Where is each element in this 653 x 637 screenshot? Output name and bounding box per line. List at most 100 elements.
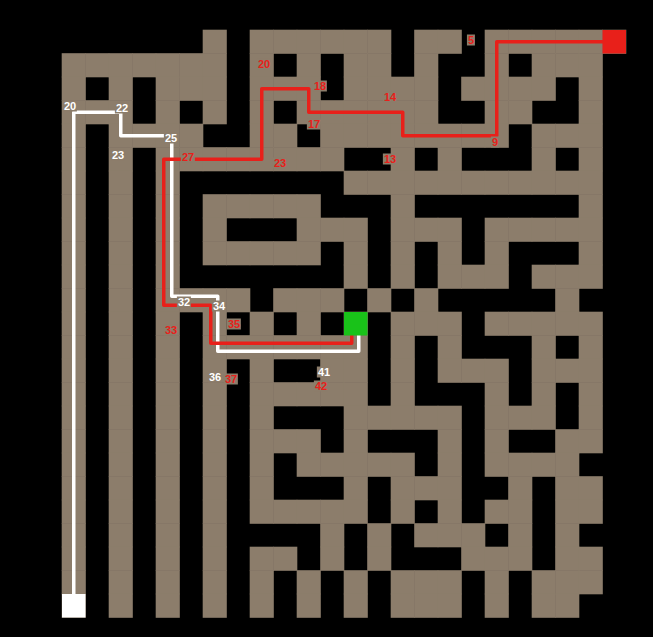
corridor-cell (485, 241, 509, 265)
corridor-cell (250, 406, 274, 430)
corridor-cell (109, 335, 133, 359)
corridor-cell (297, 335, 321, 359)
corridor-cell (203, 547, 227, 571)
corridor-cell (109, 429, 133, 453)
step-number: 23 (111, 150, 125, 161)
step-number: 34 (212, 301, 226, 312)
step-number: 18 (313, 81, 327, 92)
corridor-cell (203, 453, 227, 477)
corridor-cell (297, 312, 321, 336)
corridor-cell (438, 218, 462, 242)
corridor-cell (367, 53, 391, 77)
corridor-cell (156, 382, 180, 406)
corridor-cell (579, 570, 603, 594)
corridor-cell (344, 241, 368, 265)
corridor-cell (156, 453, 180, 477)
corridor-cell (203, 77, 227, 101)
white-route (74, 112, 359, 606)
corridor-cell (320, 288, 344, 312)
corridor-cell (391, 194, 415, 218)
corridor-cell (250, 241, 274, 265)
corridor-cell (297, 429, 321, 453)
corridor-cell (391, 570, 415, 594)
step-number: 23 (273, 158, 287, 169)
corridor-cell (579, 382, 603, 406)
corridor-cell (555, 570, 579, 594)
corridor-cell (532, 53, 556, 77)
corridor-cell (532, 335, 556, 359)
corridor-cell (320, 147, 344, 171)
corridor-cell (485, 359, 509, 383)
corridor-cell (391, 265, 415, 289)
corridor-cell (461, 359, 485, 383)
corridor-cell (250, 547, 274, 571)
corridor-cell (109, 218, 133, 242)
corridor-cell (62, 594, 86, 618)
corridor-cell (414, 476, 438, 500)
corridor-cell (532, 171, 556, 195)
corridor-cell (156, 429, 180, 453)
corridor-cell (297, 500, 321, 524)
corridor-cell (250, 335, 274, 359)
corridor-cell (297, 241, 321, 265)
step-number: 5 (467, 35, 475, 46)
step-number: 42 (314, 381, 328, 392)
corridor-cell (156, 335, 180, 359)
corridor-cell (156, 265, 180, 289)
corridor-cell (579, 171, 603, 195)
corridor-cell (297, 594, 321, 618)
corridor-cell (132, 53, 156, 77)
corridor-cell (414, 570, 438, 594)
corridor-cell (156, 500, 180, 524)
corridor-cell (109, 594, 133, 618)
corridor-cell (344, 382, 368, 406)
step-number: 37 (224, 374, 238, 385)
corridor-cell (273, 30, 297, 54)
corridor-cell (391, 335, 415, 359)
corridor-cell (579, 312, 603, 336)
corridor-cell (367, 547, 391, 571)
corridor-cell (273, 335, 297, 359)
corridor-cell (508, 453, 532, 477)
step-number: 35 (227, 319, 241, 330)
corridor-cell (438, 594, 462, 618)
corridor-cell (438, 147, 462, 171)
step-number: 27 (181, 152, 195, 163)
corridor-cell (156, 241, 180, 265)
corridor-cell (579, 500, 603, 524)
corridor-cell (461, 77, 485, 101)
corridor-cell (579, 77, 603, 101)
corridor-cell (156, 194, 180, 218)
corridor-cell (438, 335, 462, 359)
corridor-cell (555, 171, 579, 195)
corridor-cell (320, 218, 344, 242)
corridor-cell (320, 500, 344, 524)
corridor-cell (367, 171, 391, 195)
corridor-cell (532, 124, 556, 148)
corridor-cell (179, 53, 203, 77)
corridor-cell (391, 594, 415, 618)
corridor-cell (391, 476, 415, 500)
corridor-cell (532, 594, 556, 618)
corridor-cell (109, 382, 133, 406)
corridor-cell (156, 312, 180, 336)
corridor-cell (508, 476, 532, 500)
corridor-cell (344, 312, 368, 336)
corridor-cell (555, 359, 579, 383)
corridor-cell (203, 594, 227, 618)
corridor-cell (273, 241, 297, 265)
corridor-cell (156, 547, 180, 571)
corridor-cell (414, 100, 438, 124)
corridor-cell (203, 312, 227, 336)
corridor-cell (532, 453, 556, 477)
corridor-cell (391, 453, 415, 477)
corridor-cell (438, 30, 462, 54)
corridor-cell (602, 30, 626, 54)
corridor-cell (391, 359, 415, 383)
corridor-cell (344, 406, 368, 430)
corridor-cell (344, 429, 368, 453)
maze-floor (62, 30, 627, 618)
step-number: 17 (307, 119, 321, 130)
corridor-cell (297, 453, 321, 477)
corridor-cell (461, 171, 485, 195)
